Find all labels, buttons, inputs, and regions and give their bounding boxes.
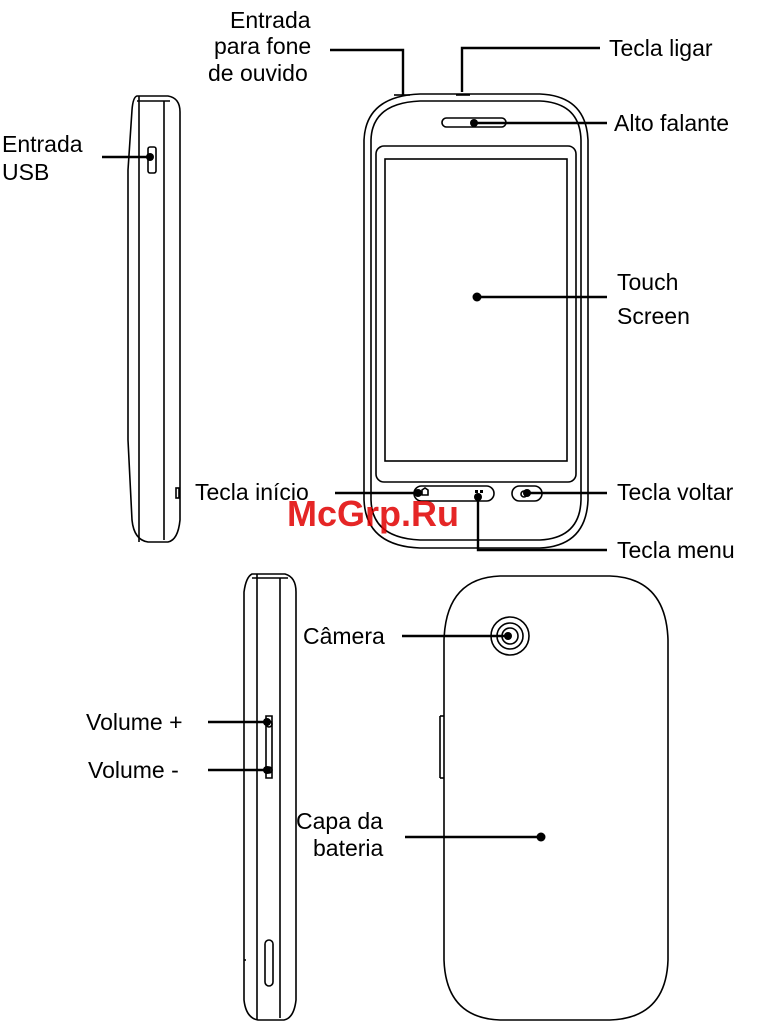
label-headphone-jack: Entrada para fone de ouvido [208, 7, 311, 86]
side-view-usb [128, 96, 180, 542]
label-battery-line1: Capa da [296, 808, 383, 834]
side-view-volume [244, 574, 296, 1020]
label-touch-line1: Touch [617, 269, 678, 295]
back-view [440, 576, 668, 1020]
label-touch-screen: Touch Screen [617, 269, 690, 329]
speaker-grille-icon [265, 940, 273, 986]
label-headphone-line3: de ouvido [208, 60, 308, 86]
label-speaker: Alto falante [614, 110, 729, 136]
label-headphone-line1: Entrada [230, 7, 311, 33]
label-usb-port: Entrada USB [2, 131, 83, 185]
watermark: McGrp.Ru [287, 493, 459, 534]
label-touch-line2: Screen [617, 303, 690, 329]
label-camera: Câmera [303, 623, 385, 649]
label-menu-key: Tecla menu [617, 537, 735, 563]
label-volume-down: Volume - [88, 757, 179, 783]
label-power-key: Tecla ligar [609, 35, 713, 61]
label-back-key: Tecla voltar [617, 479, 734, 505]
label-headphone-line2: para fone [214, 33, 311, 59]
label-usb-line1: Entrada [2, 131, 83, 157]
label-battery-line2: bateria [313, 835, 384, 861]
label-battery-cover: Capa da bateria [296, 808, 384, 861]
side-button-icon [176, 488, 179, 498]
label-volume-up: Volume + [86, 709, 183, 735]
front-view [364, 94, 588, 548]
label-usb-line2: USB [2, 159, 49, 185]
